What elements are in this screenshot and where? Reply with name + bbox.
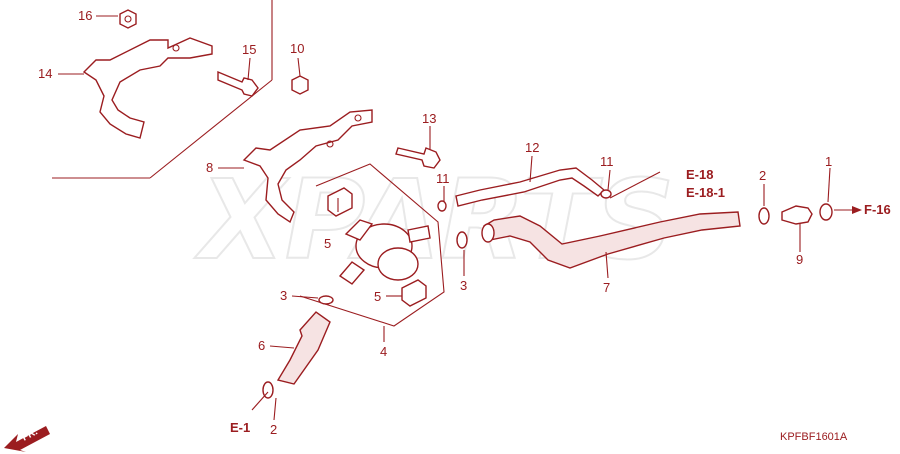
callout-3-lower: 3 [280, 288, 287, 303]
bolt-part-15[interactable] [217, 70, 259, 97]
clamp-part-1[interactable] [819, 203, 833, 221]
hose-part-6[interactable] [276, 311, 331, 385]
callout-8: 8 [206, 160, 213, 175]
bolt-part-13[interactable] [395, 147, 441, 169]
callout-6: 6 [258, 338, 265, 353]
leader-lines [58, 15, 862, 421]
clip-part-11-right[interactable] [600, 189, 612, 199]
bracket-part-8[interactable] [242, 109, 373, 224]
front-arrow-icon: FR. [4, 426, 50, 452]
callout-12: 12 [525, 140, 539, 155]
valve-part-4[interactable] [338, 219, 431, 285]
callout-3-upper: 3 [460, 278, 467, 293]
callout-13: 13 [422, 111, 436, 126]
front-marker-label: FR. [20, 426, 40, 443]
clamp-part-3-lower[interactable] [318, 295, 334, 305]
clamp-part-3-upper[interactable] [456, 231, 468, 249]
nut-part-10[interactable] [291, 75, 309, 95]
callout-1: 1 [825, 154, 832, 169]
rubber-part-5-upper[interactable] [327, 187, 353, 217]
reference-e1[interactable]: E-1 [230, 420, 250, 435]
rubber-part-5-lower[interactable] [401, 279, 427, 307]
callout-14: 14 [38, 66, 52, 81]
catalog-code: KPFBF1601A [780, 431, 848, 443]
valve-group-frame [299, 163, 445, 327]
callout-9: 9 [796, 252, 803, 267]
nut-part-16[interactable] [119, 9, 137, 29]
tube-part-12[interactable] [455, 167, 606, 207]
callout-11-left: 11 [436, 171, 450, 186]
reference-f16[interactable]: F-16 [864, 202, 891, 217]
bracket-part-14[interactable] [82, 37, 213, 139]
callout-16: 16 [78, 8, 92, 23]
callout-5-upper: 5 [324, 236, 331, 251]
callout-11-right: 11 [600, 154, 614, 169]
reference-e18-1[interactable]: E-18-1 [686, 185, 725, 200]
callout-10: 10 [290, 41, 304, 56]
callout-5-lower: 5 [374, 289, 381, 304]
callout-2-lower: 2 [270, 422, 277, 437]
hose-part-7[interactable] [481, 211, 741, 269]
clamp-part-2-upper[interactable] [758, 207, 770, 225]
reference-e18[interactable]: E-18 [686, 167, 713, 182]
callout-15: 15 [242, 42, 256, 57]
joint-part-9[interactable] [781, 205, 813, 225]
callout-2-upper: 2 [759, 168, 766, 183]
callout-4: 4 [380, 344, 387, 359]
clip-part-11-left[interactable] [437, 200, 447, 212]
callout-7: 7 [603, 280, 610, 295]
